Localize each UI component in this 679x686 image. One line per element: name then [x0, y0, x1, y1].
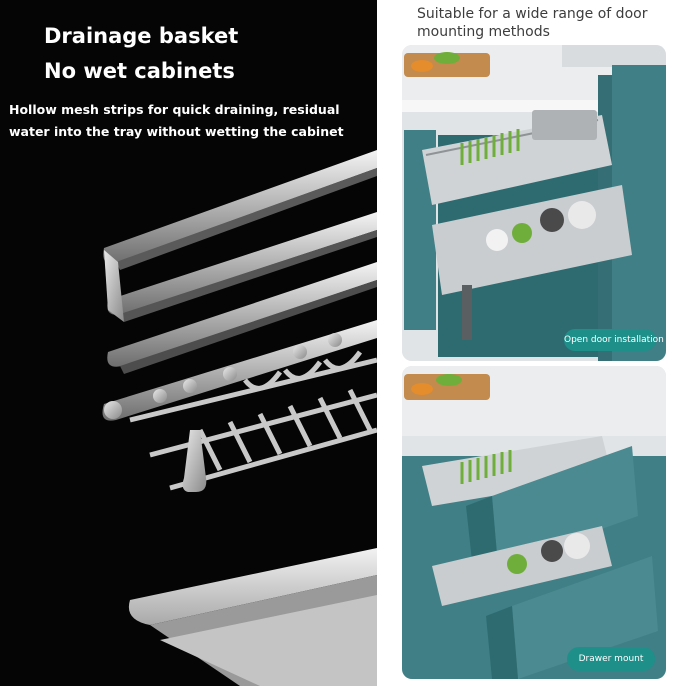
headline-drainage: Drainage basket	[44, 24, 239, 48]
drawer-mount-photo	[402, 366, 666, 679]
divider	[377, 0, 386, 686]
drawer-mount-badge: Drawer mount	[567, 647, 655, 671]
headline-no-wet: No wet cabinets	[44, 59, 235, 83]
hook	[182, 430, 207, 492]
mesh-floor	[129, 350, 377, 491]
mounting-title: Suitable for a wide range of door mounti…	[417, 6, 648, 40]
drainage-basket-panel: Drainage basket No wet cabinets Hollow m…	[0, 0, 377, 686]
side-bracket	[104, 250, 124, 322]
rack-illustration	[102, 150, 377, 686]
open-door-badge: Open door installation	[564, 329, 664, 351]
lower-rail	[107, 262, 377, 374]
drip-tray	[128, 548, 377, 686]
front-bar	[102, 320, 377, 421]
open-door-photo	[402, 45, 666, 361]
middle-rail	[107, 212, 377, 322]
feature-description: Hollow mesh strips for quick draining, r…	[9, 102, 344, 139]
top-rail	[103, 150, 377, 270]
